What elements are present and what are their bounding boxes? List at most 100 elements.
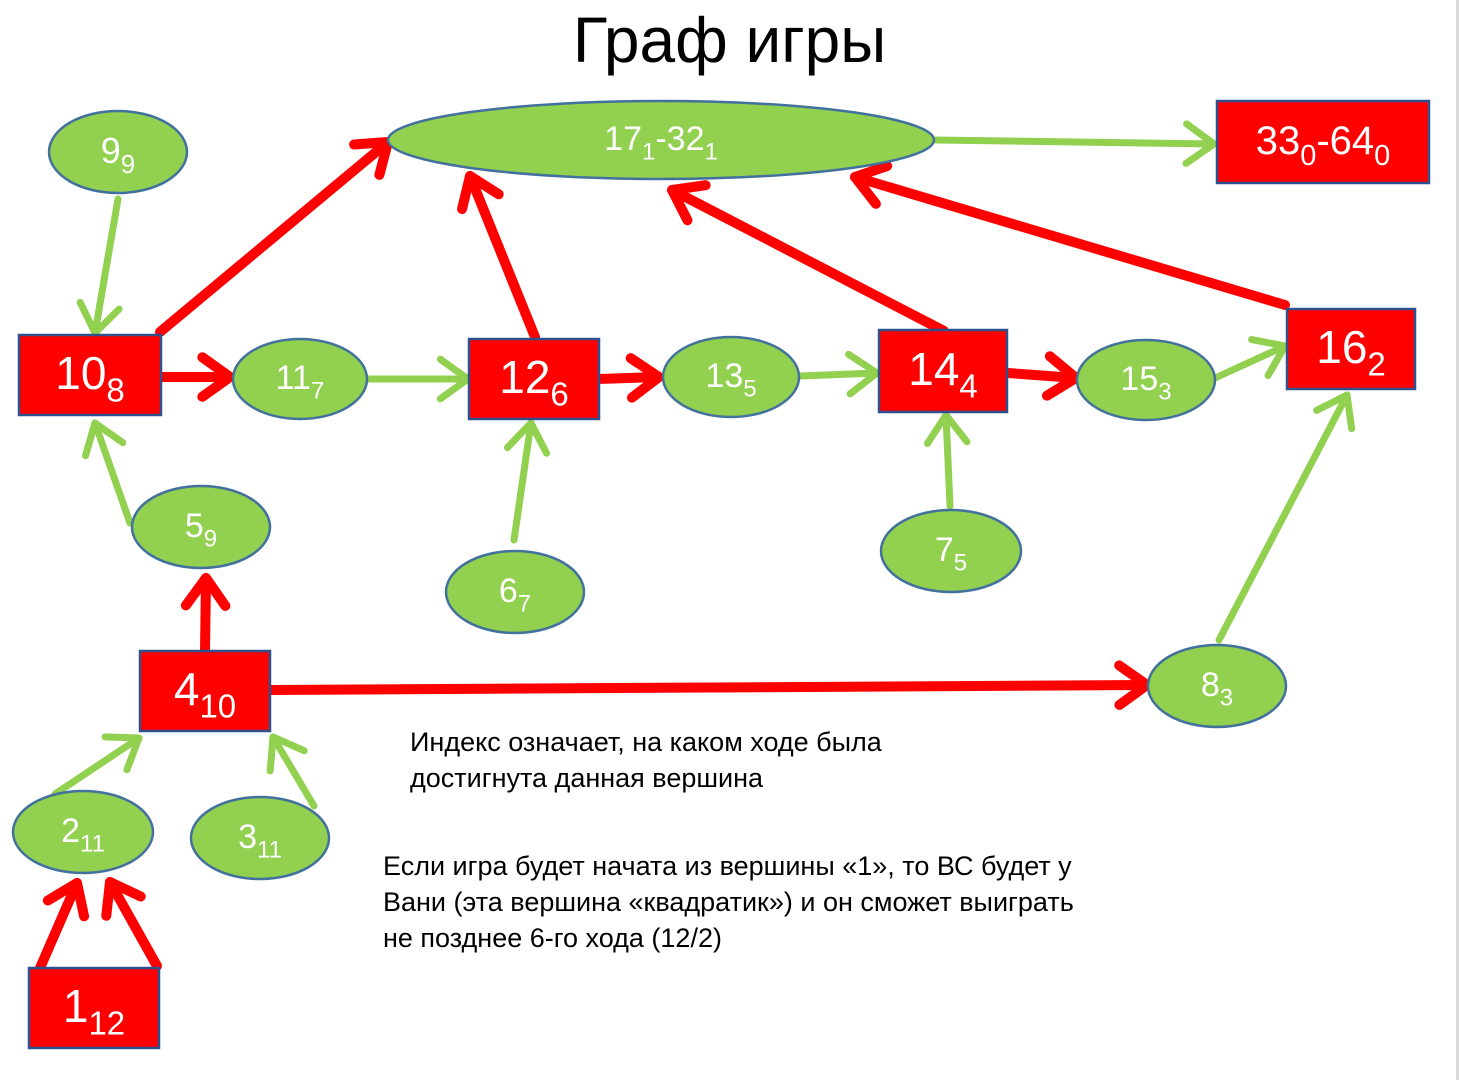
edge-line [942, 411, 954, 510]
node-label: 144 [908, 343, 978, 405]
edge-line [1215, 391, 1351, 644]
node-label-sub: 7 [518, 591, 531, 618]
node-14: 144 [877, 328, 1009, 414]
node-label: 75 [935, 531, 967, 577]
node-label-sub: 5 [954, 550, 967, 577]
arrow-head [667, 180, 711, 226]
node-label-sub: 5 [743, 376, 756, 403]
arrow-head [845, 350, 881, 398]
node-label-sub: 4 [959, 368, 977, 405]
node-label-base: 4 [174, 663, 200, 715]
node-33-64: 330-640 [1215, 99, 1431, 185]
node-label: 311 [238, 818, 282, 864]
arrow-head [625, 353, 664, 403]
node-label-sub: 9 [121, 149, 135, 179]
node-ellipse [879, 508, 1023, 594]
node-rect [877, 328, 1009, 414]
node-label: 112 [63, 980, 125, 1042]
arrow-head [101, 733, 143, 774]
arrow-head [81, 419, 127, 460]
node-label: 117 [276, 359, 325, 405]
slide-frame [1456, 0, 1459, 1080]
arrow-head [266, 733, 308, 775]
node-label-base: 5 [185, 507, 204, 545]
node-label-base: 9 [101, 130, 121, 171]
node-label-sub: 3 [1220, 685, 1233, 712]
node-rect [17, 333, 163, 417]
edge-line [796, 369, 881, 380]
node-label-base: 13 [705, 357, 743, 395]
node-label-base: 17 [604, 120, 642, 158]
edge-n12-to-n17_32 [457, 171, 540, 342]
edge-line [850, 172, 1290, 310]
node-label-sub: 0 [1300, 140, 1316, 172]
node-label-base: 12 [499, 351, 550, 403]
node-label-sub: 11 [80, 831, 105, 858]
start-note-line: Если игра будет начата из вершины «1», т… [383, 851, 1072, 881]
node-15: 153 [1075, 338, 1217, 422]
edge-n4-to-n5 [180, 573, 231, 656]
slide-title: Граф игры [572, 4, 887, 76]
node-label: 171-321 [604, 120, 718, 166]
node-label-sub: 1 [642, 139, 655, 166]
node-label: 59 [185, 507, 217, 553]
arrow-head [923, 411, 971, 448]
arrow-head [503, 419, 551, 457]
node-label-base: 8 [1201, 666, 1220, 704]
node-label: 83 [1201, 666, 1233, 712]
node-label-sub: 7 [311, 378, 324, 405]
edge-n16-to-n17_32 [850, 160, 1290, 310]
node-9: 99 [47, 109, 189, 195]
node-2: 211 [11, 789, 155, 875]
arrow-head [101, 877, 146, 921]
edge-n10-to-n11 [157, 352, 235, 402]
node-4: 410 [138, 649, 272, 733]
node-label-sub: 0 [1374, 140, 1390, 172]
arrow-head [197, 352, 235, 402]
node-11: 117 [231, 337, 369, 421]
edge-line [35, 878, 82, 973]
edge-line [91, 419, 134, 527]
node-ellipse [130, 484, 272, 570]
node-label-sub: 6 [550, 376, 568, 413]
node-label-base: 7 [935, 531, 954, 569]
node-12: 126 [467, 337, 601, 421]
node-3: 311 [189, 795, 331, 881]
node-7: 75 [879, 508, 1023, 594]
node-ellipse [444, 549, 586, 635]
arrow-head [850, 160, 893, 209]
index-note-line: достигнута данная вершина [410, 763, 764, 793]
node-13: 135 [661, 335, 801, 419]
index-note-line: Индекс означает, на каком ходе была [410, 727, 882, 757]
node-rect [1215, 99, 1431, 185]
node-rect [27, 966, 161, 1050]
edge-n15-to-n16 [1211, 336, 1289, 382]
edge-n13-to-n14 [796, 350, 881, 398]
edge-n17_32-to-n33_64 [932, 120, 1218, 167]
node-label-base: 10 [55, 347, 106, 399]
index-note: Индекс означает, на каком ходе была дост… [410, 724, 1050, 796]
arrow-head [76, 298, 123, 337]
node-ellipse [231, 337, 369, 421]
node-label-base: 14 [908, 343, 959, 395]
node-ellipse [386, 99, 936, 181]
node-ellipse [189, 795, 331, 881]
node-label-sub: 1 [704, 139, 717, 166]
node-16: 162 [1285, 307, 1417, 391]
node-label: 99 [101, 130, 136, 179]
node-label-base: -32 [655, 120, 704, 158]
node-label-base: 11 [276, 359, 311, 397]
node-label-base: 3 [238, 818, 257, 856]
node-label-base: 2 [61, 812, 80, 850]
node-label-base: 1 [63, 980, 89, 1032]
node-label-sub: 3 [1158, 379, 1171, 406]
edge-line [155, 137, 393, 337]
node-label-base: 33 [1256, 119, 1301, 163]
node-label: 211 [61, 812, 105, 858]
arrow-head [180, 573, 231, 611]
edge-n9-to-n10 [76, 195, 123, 337]
arrow-head [457, 171, 504, 215]
node-ellipse [1146, 643, 1288, 729]
edge-line [200, 573, 211, 656]
